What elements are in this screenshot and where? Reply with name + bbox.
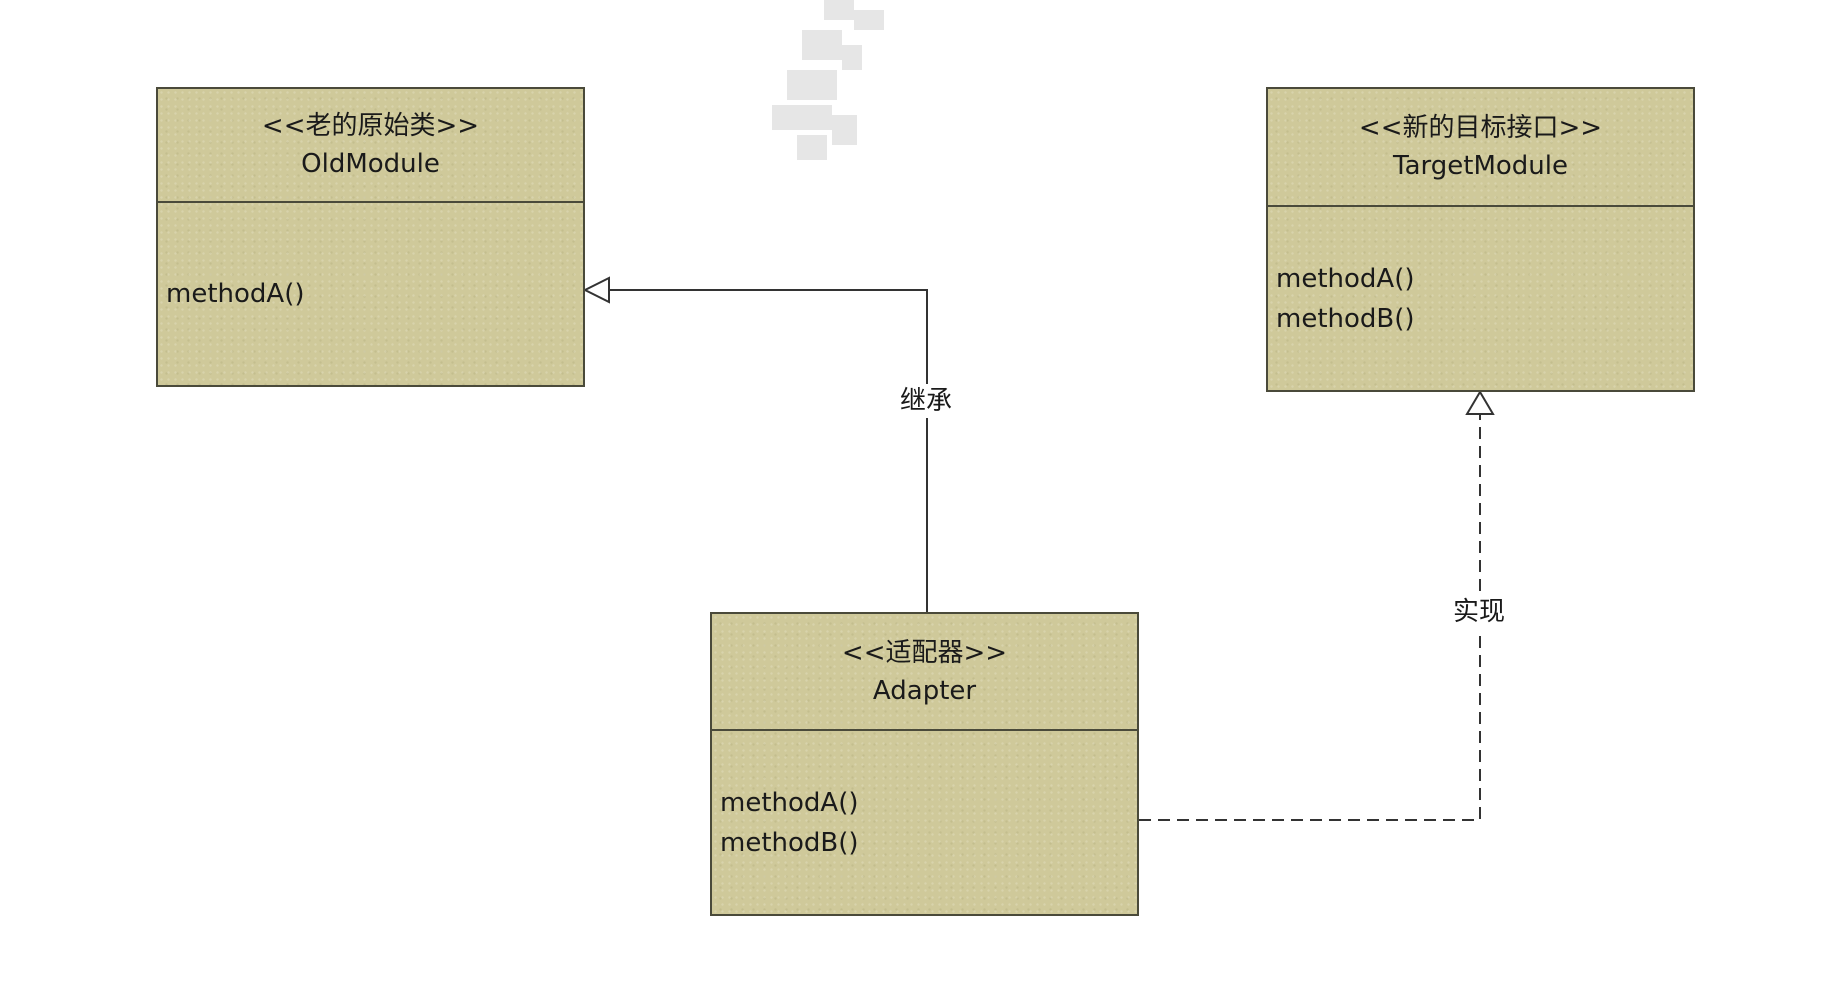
class-header: <<老的原始类>> OldModule [158, 89, 583, 203]
class-name: OldModule [301, 149, 440, 179]
method-item: methodA() [720, 787, 859, 818]
class-stereotype: <<适配器>> [841, 637, 1008, 668]
class-header: <<适配器>> Adapter [712, 614, 1137, 731]
watermark-logo [762, 0, 922, 180]
class-methods: methodA() [158, 203, 583, 385]
method-item: methodB() [720, 827, 859, 858]
class-box-old-module[interactable]: <<老的原始类>> OldModule methodA() [156, 87, 585, 387]
inheritance-label: 继承 [898, 384, 955, 418]
class-name: Adapter [872, 675, 977, 706]
class-methods: methodA() methodB() [1268, 207, 1693, 390]
realization-line [1139, 415, 1481, 821]
class-name: TargetModule [1393, 151, 1568, 181]
class-stereotype: <<老的原始类>> [261, 111, 480, 141]
realization-label: 实现 [1451, 595, 1508, 629]
class-header: <<新的目标接口>> TargetModule [1268, 89, 1693, 207]
inheritance-arrowhead [582, 276, 610, 304]
realization-arrowhead [1465, 390, 1495, 415]
inheritance-line [609, 289, 928, 612]
class-box-adapter[interactable]: <<适配器>> Adapter methodA() methodB() [710, 612, 1139, 916]
method-item: methodA() [166, 279, 305, 309]
class-methods: methodA() methodB() [712, 731, 1137, 914]
class-box-target-module[interactable]: <<新的目标接口>> TargetModule methodA() method… [1266, 87, 1695, 392]
method-item: methodA() [1276, 263, 1415, 294]
method-item: methodB() [1276, 303, 1415, 334]
class-stereotype: <<新的目标接口>> [1358, 113, 1603, 143]
